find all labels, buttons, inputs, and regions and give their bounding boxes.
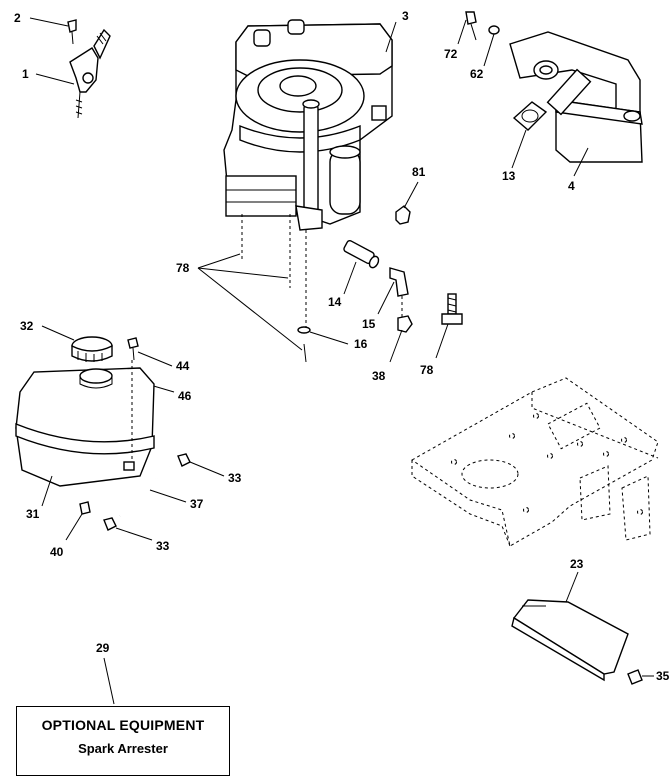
callout-40: 40 [50,545,64,559]
callout-1: 1 [22,67,29,81]
callout-37: 37 [190,497,204,511]
callout-78-lower: 78 [420,363,434,377]
callout-33-lower: 33 [156,539,170,553]
callout-38: 38 [372,369,386,383]
washer-16-part [297,326,311,363]
callout-16: 16 [354,337,368,351]
nut-38-part [397,315,413,333]
optional-equipment-subtitle: Spark Arrester [78,741,168,756]
callout-78-upper: 78 [176,261,190,275]
optional-equipment-box: OPTIONAL EQUIPMENT Spark Arrester [16,706,230,776]
lock-washer-part [488,25,500,35]
callout-44: 44 [176,359,190,373]
callout-35: 35 [656,669,670,683]
muffler-part [509,31,643,163]
bracket-15-part [389,267,409,318]
clamp-33-upper-part [177,453,191,467]
bolt-78-part [441,293,463,325]
callout-31: 31 [26,507,40,521]
callout-29: 29 [96,641,110,655]
callout-33-upper: 33 [228,471,242,485]
optional-equipment-title: OPTIONAL EQUIPMENT [41,717,205,733]
callout-46: 46 [178,389,192,403]
callout-2: 2 [14,11,21,25]
chassis-frame-reference [411,377,659,547]
muffler-gasket-part [512,101,548,131]
callout-32: 32 [20,319,34,333]
screw-35-part [627,669,654,685]
callout-4: 4 [568,179,575,193]
callout-15: 15 [362,317,376,331]
callout-81: 81 [412,165,426,179]
fitting-40-part [79,501,91,515]
callout-62: 62 [470,67,484,81]
callout-14: 14 [328,295,342,309]
heat-shield-part [511,599,629,682]
fuel-tank-part [15,360,155,487]
throttle-control-part [67,19,111,119]
callout-23: 23 [570,557,584,571]
callout-72: 72 [444,47,458,61]
engine-part [223,19,393,330]
callout-3: 3 [402,9,409,23]
fuel-cap-part [71,336,113,362]
spacer-part [343,240,380,269]
screw-72-part [465,11,477,41]
fuel-line-part [119,461,181,517]
nut-81-part [395,205,411,225]
screw-44-part [127,337,139,361]
callout-13: 13 [502,169,516,183]
clamp-33-lower-part [103,517,117,531]
